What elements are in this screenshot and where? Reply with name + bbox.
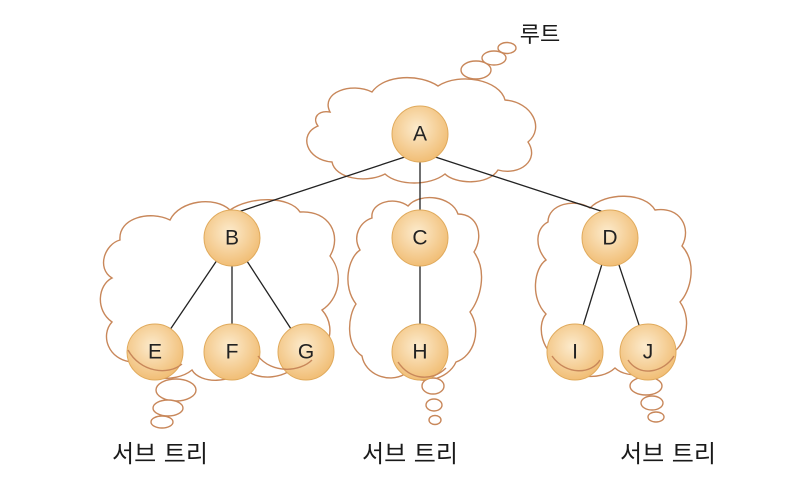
node-f: F bbox=[203, 323, 261, 381]
node-h: H bbox=[391, 323, 449, 381]
node-d-label: D bbox=[602, 227, 617, 250]
node-b-label: B bbox=[225, 227, 239, 250]
node-g-label: G bbox=[298, 341, 314, 364]
node-c: C bbox=[391, 209, 449, 267]
edge-a-b bbox=[231, 151, 421, 215]
subtree-caption-right: 서브 트리 bbox=[620, 440, 716, 468]
node-j-label: J bbox=[643, 341, 654, 364]
node-g: G bbox=[277, 323, 335, 381]
subtree-caption-middle: 서브 트리 bbox=[362, 440, 458, 468]
subtree-cloud-middle bbox=[347, 196, 483, 426]
node-b: B bbox=[203, 209, 261, 267]
subtree-caption-left: 서브 트리 bbox=[112, 440, 208, 468]
edge-a-d bbox=[419, 151, 611, 215]
root-caption: 루트 bbox=[520, 23, 560, 48]
node-e-label: E bbox=[148, 341, 162, 364]
node-c-label: C bbox=[412, 227, 427, 250]
node-d: D bbox=[581, 209, 639, 267]
node-f-label: F bbox=[226, 341, 239, 364]
cloud-overlays bbox=[127, 349, 675, 378]
node-h-label: H bbox=[412, 341, 427, 364]
node-a-label: A bbox=[413, 123, 427, 146]
node-i-label: I bbox=[572, 341, 578, 364]
node-i: I bbox=[546, 323, 604, 381]
node-a: A bbox=[391, 105, 449, 163]
node-e: E bbox=[126, 323, 184, 381]
